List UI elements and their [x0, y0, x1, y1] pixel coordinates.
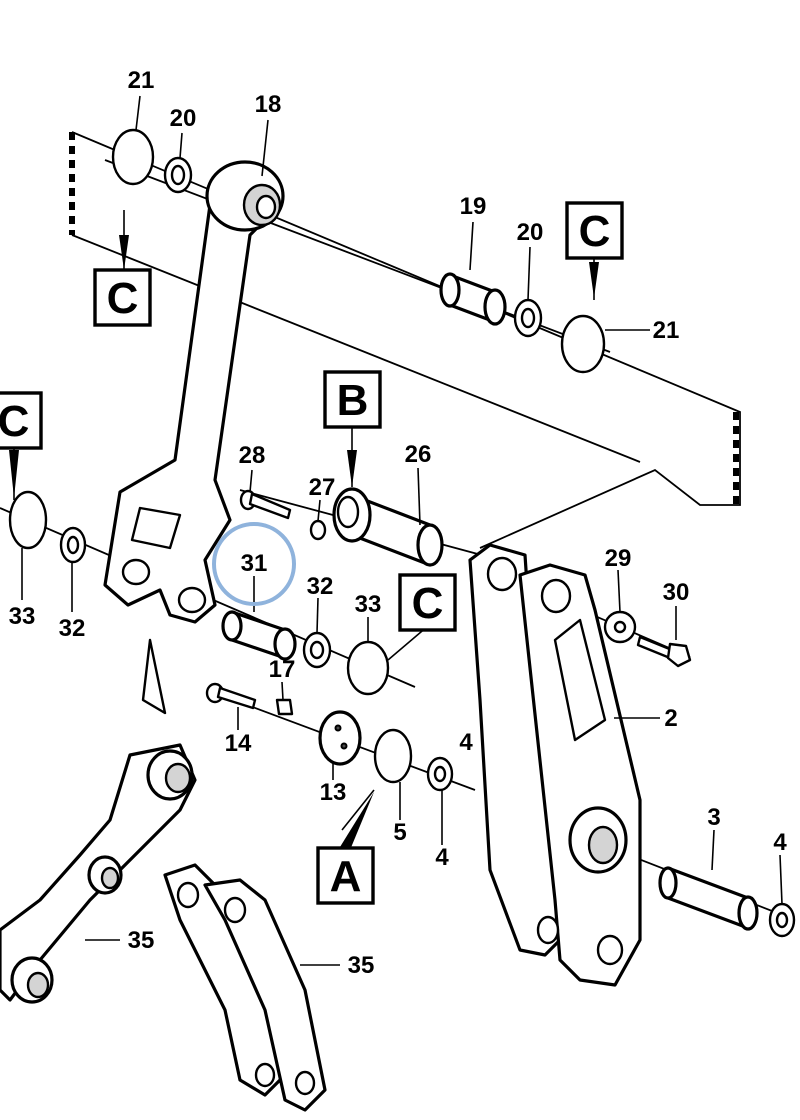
bushing-19[interactable]	[439, 272, 507, 326]
pin-26[interactable]	[332, 487, 444, 567]
nipple-17[interactable]	[275, 698, 294, 716]
reference-box-label: C	[412, 579, 444, 628]
callout-14: 14	[225, 730, 252, 757]
ring-5[interactable]	[373, 728, 413, 784]
callout-17: 17	[269, 656, 296, 683]
reference-box-c-right-top: C	[565, 201, 624, 260]
ring-33-right[interactable]	[346, 640, 390, 696]
bushing-31[interactable]	[221, 610, 297, 661]
callout-19: 19	[460, 193, 487, 220]
plate-13[interactable]	[318, 710, 362, 766]
washer-27[interactable]	[309, 519, 327, 541]
reference-box-a: A	[316, 846, 375, 905]
callout-29: 29	[605, 545, 632, 572]
callout-33: 33	[9, 603, 36, 630]
frame-outline	[69, 131, 741, 549]
highlight-circle	[212, 522, 296, 606]
callout-4: 4	[459, 729, 473, 756]
callout-20: 20	[170, 105, 197, 132]
middle-axis-parts	[8, 490, 390, 696]
callout-32: 32	[307, 573, 334, 600]
callout-20: 20	[517, 219, 544, 246]
callout-13: 13	[320, 779, 347, 806]
bolt-28[interactable]	[239, 489, 292, 520]
callout-33: 33	[355, 591, 382, 618]
callout-28: 28	[239, 442, 266, 469]
callout-32: 32	[59, 615, 86, 642]
reference-box-b: B	[323, 370, 382, 429]
washer-29[interactable]	[603, 610, 637, 644]
reference-box-c-center: C	[398, 573, 457, 632]
callout-labels: 21 20 18 19 20 21 28 27 26 31 32 33 33 3…	[9, 67, 788, 979]
callout-26: 26	[405, 441, 432, 468]
callout-35: 35	[128, 927, 155, 954]
reference-box-label: C	[107, 274, 139, 323]
reference-box-c-left-mid: C	[0, 391, 43, 450]
bolt-14[interactable]	[205, 682, 257, 710]
link-35-right[interactable]	[163, 863, 327, 1112]
callout-21: 21	[653, 317, 680, 344]
link-arm-18[interactable]	[103, 160, 285, 624]
link-35-left[interactable]	[0, 743, 197, 1004]
direction-arrow-icon	[141, 638, 167, 715]
ring-21-upper[interactable]	[111, 128, 155, 186]
reference-box-label: A	[330, 852, 362, 901]
upper-axis-parts	[111, 128, 606, 374]
reference-box-label: C	[0, 397, 29, 446]
reference-box-c-left-top: C	[93, 268, 152, 327]
callout-31: 31	[241, 550, 268, 577]
callout-35: 35	[348, 952, 375, 979]
reference-pointers	[9, 210, 599, 850]
callout-27: 27	[309, 474, 336, 501]
callout-3: 3	[707, 804, 720, 831]
callout-30: 30	[663, 579, 690, 606]
reference-box-label: C	[579, 207, 611, 256]
callout-21: 21	[128, 67, 155, 94]
ring-33-left[interactable]	[8, 490, 48, 550]
callout-4: 4	[773, 829, 787, 856]
callout-18: 18	[255, 91, 282, 118]
callout-5: 5	[393, 819, 406, 846]
leader-lines	[21, 95, 783, 966]
washer-4-right[interactable]	[768, 902, 796, 938]
bolt-30[interactable]	[636, 635, 692, 668]
callout-4: 4	[435, 844, 449, 871]
link-plates-2[interactable]	[468, 543, 642, 987]
bottom-axis-parts	[205, 682, 454, 792]
callout-2: 2	[664, 705, 677, 732]
ring-21-right[interactable]	[560, 314, 606, 374]
pin-3[interactable]	[658, 866, 759, 931]
reference-box-label: B	[337, 376, 369, 425]
